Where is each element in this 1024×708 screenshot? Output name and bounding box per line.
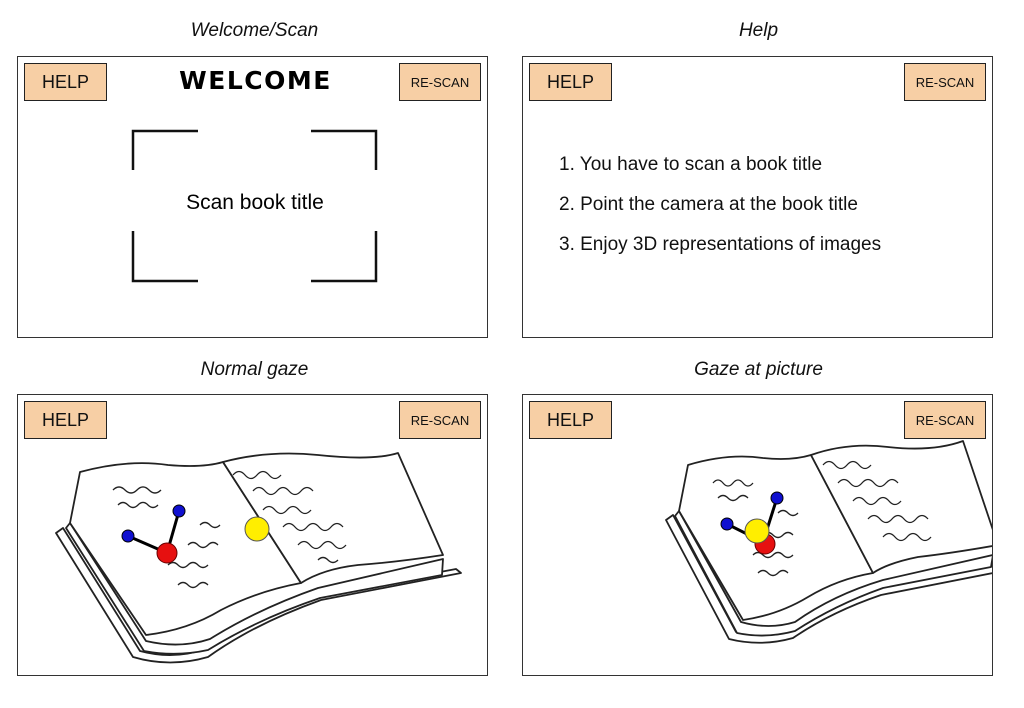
rescan-button[interactable]: RE-SCAN xyxy=(904,401,986,439)
normal-gaze-screen: HELP RE-SCAN xyxy=(17,394,488,676)
help-button[interactable]: HELP xyxy=(24,63,107,101)
help-screen: HELP RE-SCAN 1. You have to scan a book … xyxy=(522,56,993,338)
open-book-illustration xyxy=(55,452,462,664)
open-book-illustration xyxy=(665,440,992,644)
molecule-atom-blue xyxy=(770,491,784,505)
help-steps-list: 1. You have to scan a book title 2. Poin… xyxy=(559,145,881,265)
panel-caption-normal-gaze: Normal gaze xyxy=(200,359,309,380)
panel-caption-gaze-at-picture: Gaze at picture xyxy=(694,359,823,380)
help-step: 2. Point the camera at the book title xyxy=(559,194,858,215)
rescan-button[interactable]: RE-SCAN xyxy=(399,63,481,101)
book-scene xyxy=(665,440,992,644)
gaze-indicator-dot xyxy=(244,516,270,542)
scan-frame-icon xyxy=(131,129,378,283)
welcome-title: WELCOME xyxy=(179,66,332,95)
scan-prompt: Scan book title xyxy=(186,191,324,214)
molecule-atom-blue xyxy=(720,517,734,531)
help-button[interactable]: HELP xyxy=(529,63,612,101)
molecule-atom-red xyxy=(156,542,178,564)
gaze-at-picture-screen: HELP RE-SCAN xyxy=(522,394,993,676)
molecule-atom-blue xyxy=(172,504,186,518)
help-step: 3. Enjoy 3D representations of images xyxy=(559,234,882,255)
help-button[interactable]: HELP xyxy=(529,401,612,439)
molecule-atom-blue xyxy=(121,529,135,543)
help-step: 1. You have to scan a book title xyxy=(559,154,823,175)
page-text-scribbles xyxy=(112,470,347,589)
molecule-3d-model xyxy=(121,504,186,564)
rescan-button[interactable]: RE-SCAN xyxy=(904,63,986,101)
page-text-scribbles xyxy=(712,460,932,577)
panel-caption-welcome: Welcome/Scan xyxy=(190,20,319,41)
book-scene xyxy=(55,452,462,664)
help-button[interactable]: HELP xyxy=(24,401,107,439)
rescan-button[interactable]: RE-SCAN xyxy=(399,401,481,439)
panel-caption-help: Help xyxy=(738,20,779,41)
welcome-scan-screen: HELP WELCOME RE-SCAN Scan book title xyxy=(17,56,488,338)
gaze-indicator-dot xyxy=(744,518,770,544)
